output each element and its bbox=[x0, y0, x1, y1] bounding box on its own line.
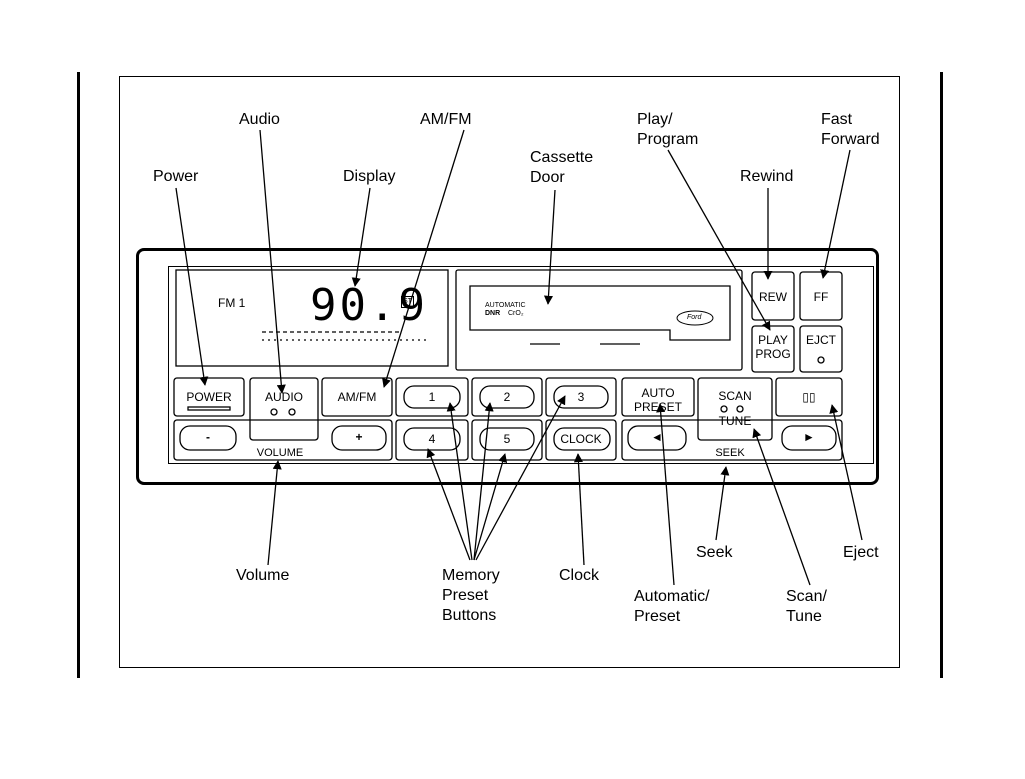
leader-power bbox=[176, 188, 205, 385]
band-indicator: FM 1 bbox=[218, 296, 245, 310]
seek-left-label[interactable]: ◄ bbox=[628, 430, 686, 444]
preset-5-label[interactable]: 5 bbox=[472, 432, 542, 446]
fast-forward-button-label[interactable]: FF bbox=[800, 290, 842, 304]
tape-status-tape: CrO₂ bbox=[508, 310, 524, 318]
preset-2-label[interactable]: 2 bbox=[472, 390, 542, 404]
leader-cassette-door bbox=[548, 190, 555, 304]
scan-led-left bbox=[721, 406, 727, 412]
tape-status-automatic: AUTOMATIC bbox=[485, 302, 526, 310]
scan-label[interactable]: SCAN bbox=[698, 389, 772, 403]
preset-1-label[interactable]: 1 bbox=[396, 390, 468, 404]
volume-group-label: VOLUME bbox=[230, 446, 330, 460]
rewind-button-label[interactable]: REW bbox=[752, 290, 794, 304]
volume-down-label[interactable]: - bbox=[180, 430, 236, 444]
auto-preset-label-line1[interactable]: AUTO bbox=[622, 386, 694, 400]
leader-seek bbox=[716, 467, 726, 540]
dolby-button-label[interactable]: ▯▯ bbox=[776, 390, 842, 404]
audio-led-left bbox=[271, 409, 277, 415]
stereo-indicator: ST bbox=[401, 296, 414, 308]
leader-preset-5 bbox=[474, 454, 505, 560]
play-label[interactable]: PLAY bbox=[752, 333, 794, 347]
eject-button-label[interactable]: EJCT bbox=[800, 333, 842, 347]
prog-label[interactable]: PROG bbox=[752, 347, 794, 361]
leader-audio bbox=[260, 130, 282, 393]
power-button-label[interactable]: POWER bbox=[174, 390, 244, 404]
leader-volume bbox=[268, 461, 278, 565]
auto-preset-label-line2[interactable]: PRESET bbox=[622, 400, 694, 414]
preset-4-label[interactable]: 4 bbox=[396, 432, 468, 446]
scan-led-right bbox=[737, 406, 743, 412]
brand-logo: Ford bbox=[687, 314, 701, 322]
tape-status-dnr: DNR bbox=[485, 310, 500, 318]
audio-button-label[interactable]: AUDIO bbox=[250, 390, 318, 404]
leader-fast-forward bbox=[823, 150, 850, 278]
leader-amfm bbox=[384, 130, 464, 387]
preset-3-label[interactable]: 3 bbox=[546, 390, 616, 404]
leader-clock bbox=[578, 454, 584, 565]
audio-button bbox=[250, 378, 318, 440]
volume-up-label[interactable]: + bbox=[332, 430, 386, 444]
seek-group-label: SEEK bbox=[690, 446, 770, 460]
clock-button-label[interactable]: CLOCK bbox=[546, 432, 616, 446]
seek-right-label[interactable]: ► bbox=[782, 430, 836, 444]
scan-tune-button bbox=[698, 378, 772, 440]
leader-preset-2 bbox=[474, 403, 490, 560]
leader-display bbox=[355, 188, 370, 286]
eject-led bbox=[818, 357, 824, 363]
tune-label[interactable]: TUNE bbox=[698, 414, 772, 428]
amfm-button-label[interactable]: AM/FM bbox=[322, 390, 392, 404]
audio-led-right bbox=[289, 409, 295, 415]
leader-eject bbox=[832, 405, 862, 540]
